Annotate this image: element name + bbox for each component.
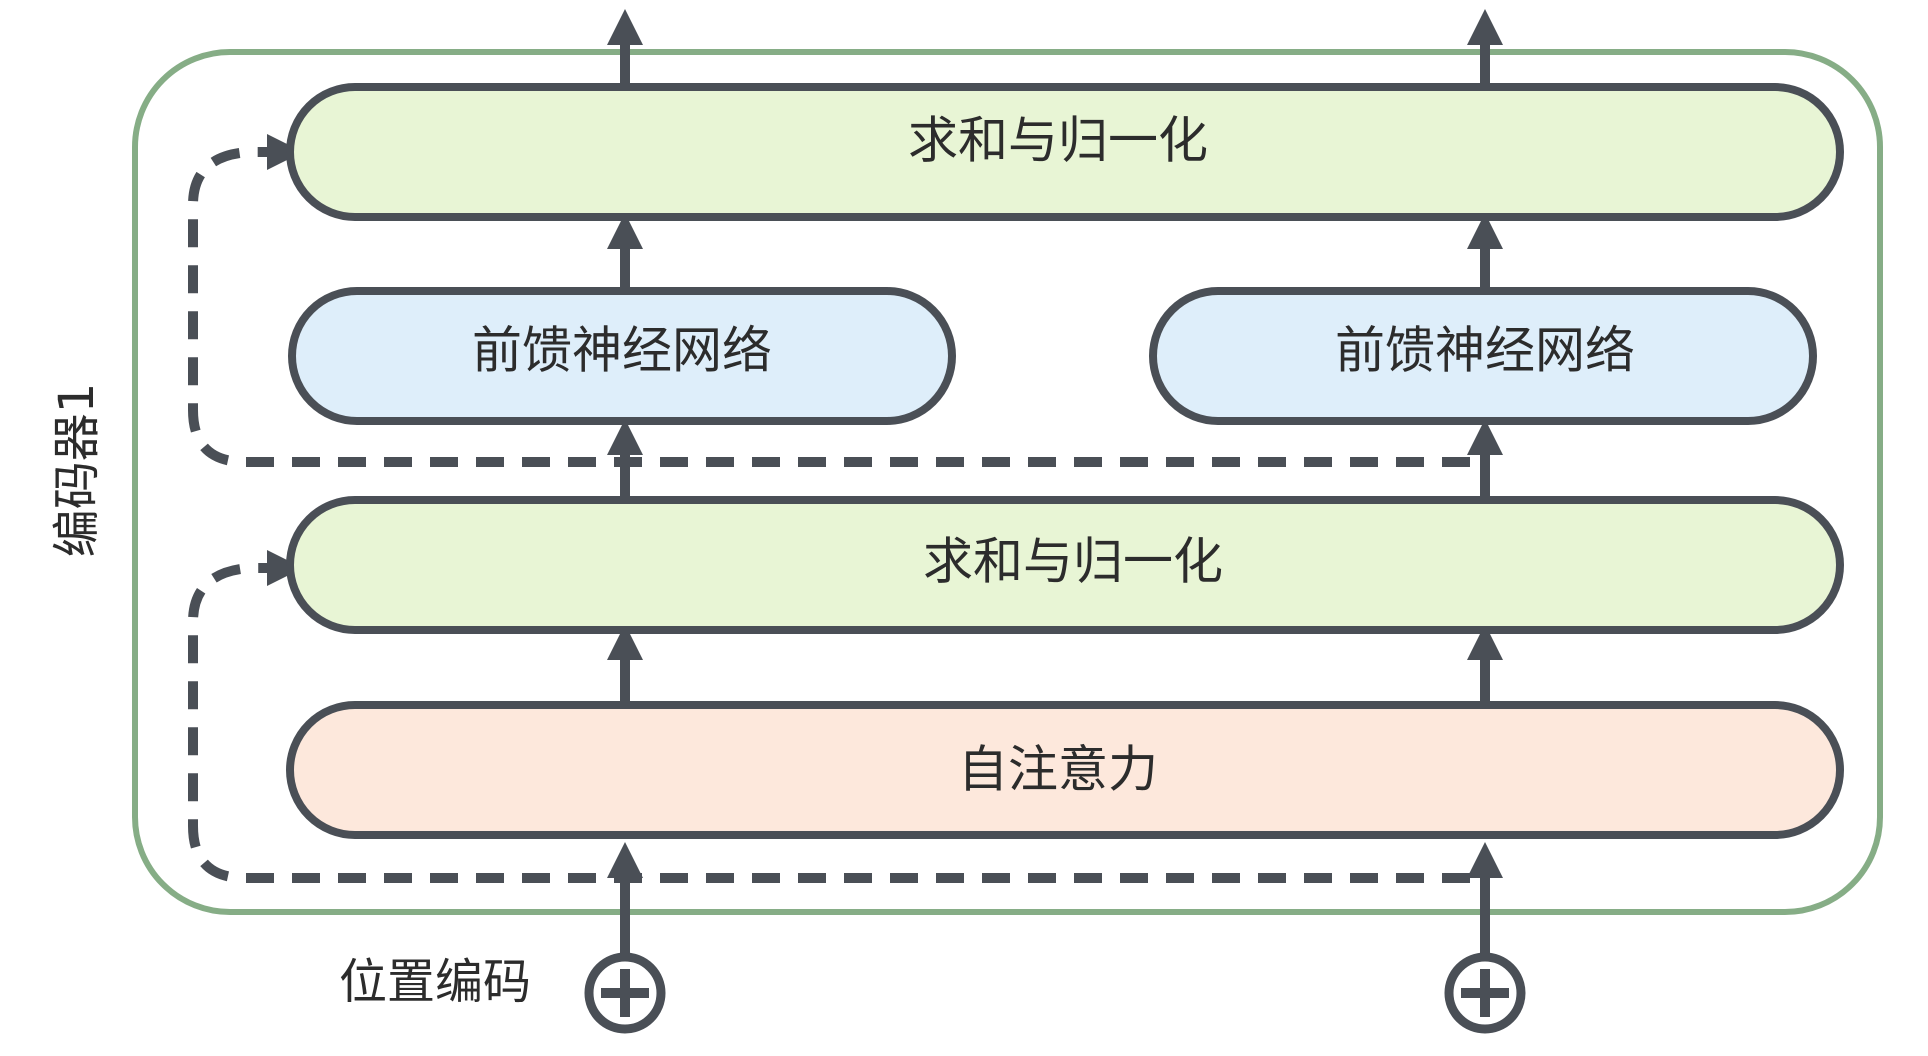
add-norm-bottom-block: 求和与归一化 (286, 496, 1844, 634)
encoder-label: 编码器1 (49, 383, 105, 558)
ffn-right-label: 前馈神经网络 (1335, 322, 1635, 380)
add-norm-top-block: 求和与归一化 (286, 83, 1844, 221)
self-attention-block: 自注意力 (286, 701, 1844, 839)
add-norm-bottom-label: 求和与归一化 (923, 533, 1223, 591)
residual-connection-upper (188, 134, 1470, 467)
positional-encoding-label: 位置编码 (339, 954, 531, 1010)
self-attention-label: 自注意力 (958, 741, 1158, 799)
encoder-container (132, 49, 1883, 915)
ffn-left-block: 前馈神经网络 (288, 287, 956, 425)
plus-circle-icon (1444, 952, 1526, 1034)
add-norm-top-label: 求和与归一化 (908, 112, 1208, 170)
plus-circle-icon (584, 952, 666, 1034)
ffn-left-label: 前馈神经网络 (472, 322, 772, 380)
residual-connection-lower (188, 550, 1470, 883)
ffn-right-block: 前馈神经网络 (1149, 287, 1817, 425)
